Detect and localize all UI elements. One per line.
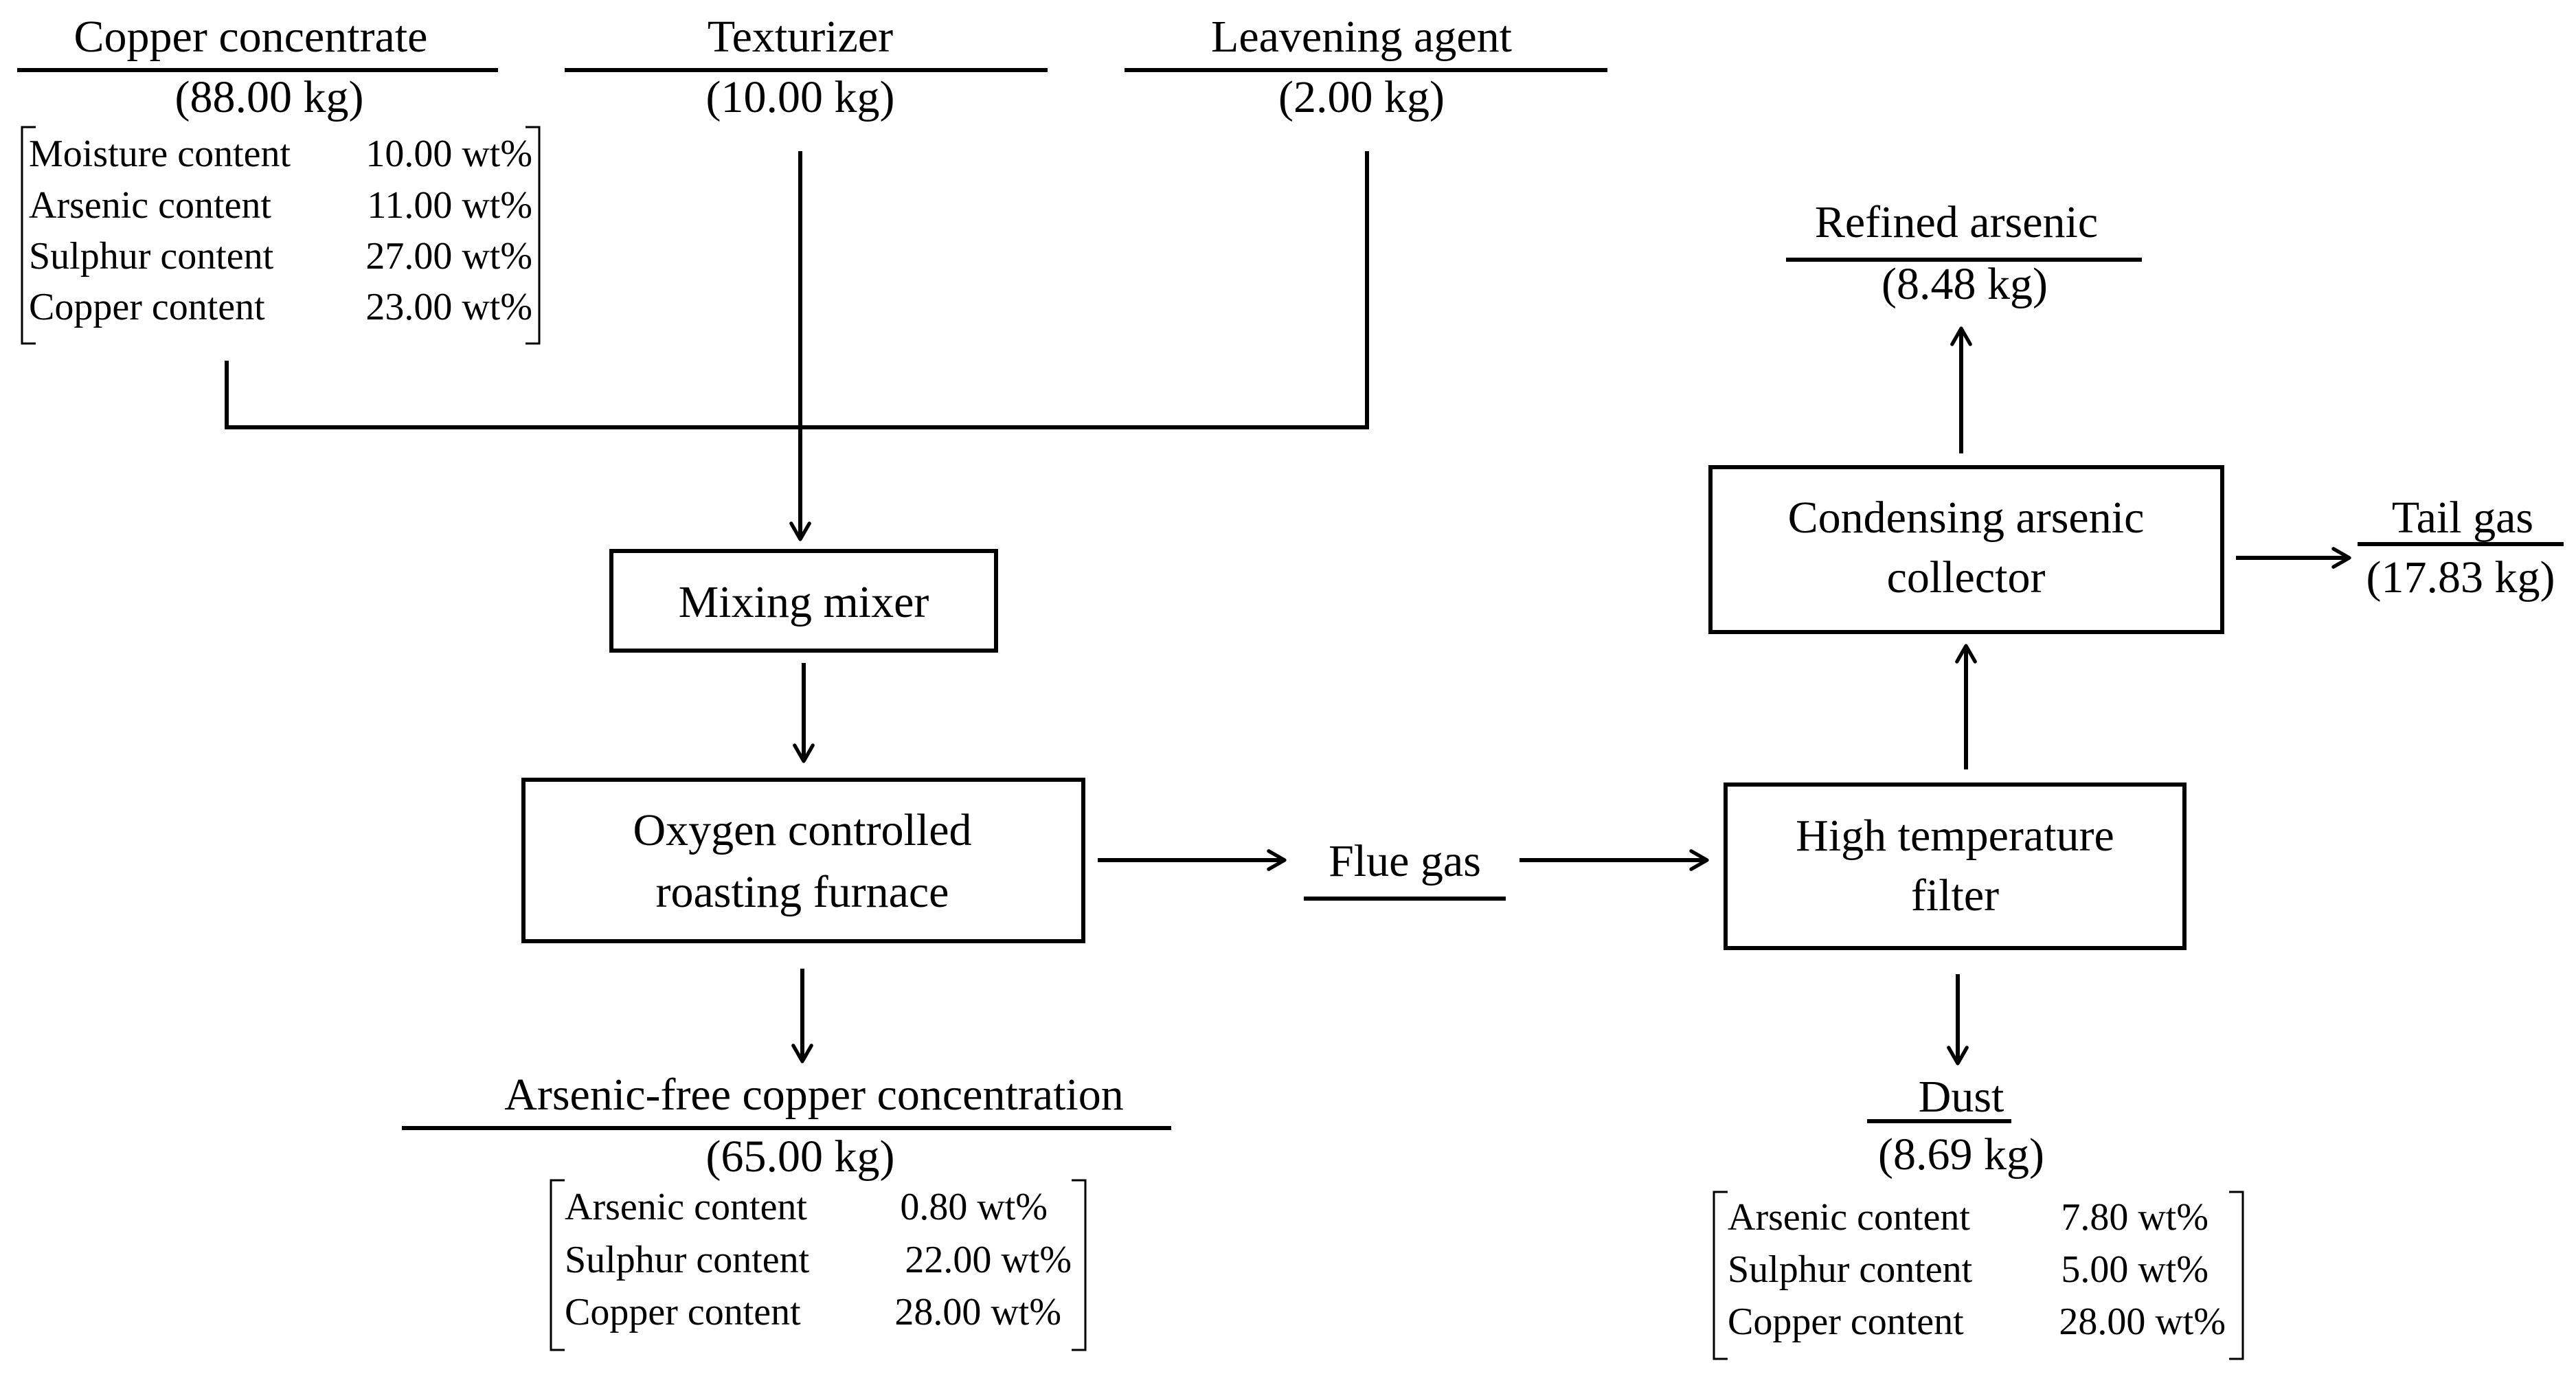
copper-concentrate-label: Copper concentrate (74, 12, 428, 62)
composition-value: 28.00 wt% (894, 1291, 1061, 1333)
output-dust: Dust (8.69 kg) Arsenic content 7.80 wt% … (1713, 1072, 2244, 1360)
output-refined-arsenic: Refined arsenic (8.48 kg) (1786, 197, 2142, 309)
refined-arsenic-label: Refined arsenic (1815, 197, 2098, 247)
mixing-mixer-box: Mixing mixer (609, 549, 998, 653)
tail-gas-mass: (17.83 kg) (2366, 552, 2555, 602)
composition-value: 23.00 wt% (365, 286, 532, 328)
composition-bracket-left (1713, 1191, 1728, 1360)
roasting-furnace-box: Oxygen controlled roasting furnace (521, 778, 1085, 943)
tail-gas-label: Tail gas (2392, 493, 2533, 543)
high-temperature-filter-box: High temperature filter (1724, 782, 2187, 950)
high-temperature-filter-rect (1724, 782, 2187, 950)
leavening-agent-label: Leavening agent (1211, 12, 1512, 62)
feed-line-copper (225, 151, 1369, 429)
composition-bracket-left (550, 1179, 565, 1351)
composition-label: Copper content (1728, 1300, 1964, 1343)
mixing-mixer-rect (609, 549, 998, 653)
input-texturizer: Texturizer (10.00 kg) (565, 12, 1048, 122)
high-temperature-filter-label-line2: filter (1911, 870, 1999, 921)
composition-label: Copper content (565, 1291, 801, 1333)
texturizer-label: Texturizer (708, 12, 893, 62)
leavening-agent-mass: (2.00 kg) (1278, 72, 1445, 122)
composition-value: 5.00 wt% (2061, 1248, 2208, 1291)
dust-composition: Arsenic content 7.80 wt% Sulphur content… (1713, 1191, 2244, 1360)
mixing-mixer-label: Mixing mixer (679, 577, 929, 627)
composition-label: Arsenic content (1728, 1196, 1970, 1239)
roasting-furnace-label-line1: Oxygen controlled (633, 805, 971, 855)
input-leavening-agent: Leavening agent (2.00 kg) (1125, 12, 1607, 122)
flue-gas-stream: Flue gas (1304, 836, 1506, 901)
composition-label: Copper content (29, 286, 265, 328)
condensing-collector-box: Condensing arsenic collector (1708, 465, 2224, 634)
composition-value: 28.00 wt% (2059, 1300, 2226, 1343)
dust-mass: (8.69 kg) (1878, 1129, 2044, 1180)
composition-label: Arsenic content (29, 184, 271, 227)
composition-value: 0.80 wt% (900, 1186, 1048, 1228)
copper-concentrate-mass: (88.00 kg) (175, 72, 364, 122)
roasting-furnace-rect (521, 778, 1085, 943)
dust-label: Dust (1919, 1072, 2004, 1122)
arsenic-free-copper-composition: Arsenic content 0.80 wt% Sulphur content… (550, 1179, 1087, 1351)
arsenic-free-copper-label: Arsenic-free copper concentration (504, 1070, 1124, 1120)
composition-value: 27.00 wt% (365, 235, 532, 278)
roasting-furnace-label-line2: roasting furnace (656, 867, 949, 917)
output-arsenic-free-copper: Arsenic-free copper concentration (65.00… (402, 1070, 1171, 1351)
composition-value: 11.00 wt% (367, 184, 532, 227)
composition-bracket-right (1072, 1179, 1087, 1351)
composition-value: 10.00 wt% (365, 133, 532, 175)
condensing-collector-rect (1708, 465, 2224, 634)
input-copper-concentrate: Copper concentrate (88.00 kg) Moisture c… (17, 12, 541, 345)
composition-label: Arsenic content (565, 1186, 807, 1228)
refined-arsenic-mass: (8.48 kg) (1882, 259, 2048, 309)
composition-value: 7.80 wt% (2061, 1196, 2208, 1239)
composition-bracket-left (21, 126, 36, 345)
condensing-collector-label-line2: collector (1887, 552, 2046, 602)
composition-bracket-right (526, 126, 541, 345)
composition-label: Sulphur content (1728, 1248, 1973, 1291)
flue-gas-label: Flue gas (1329, 836, 1481, 886)
output-tail-gas: Tail gas (17.83 kg) (2358, 493, 2564, 602)
composition-label: Sulphur content (565, 1239, 810, 1281)
composition-bracket-right (2229, 1191, 2244, 1360)
composition-label: Sulphur content (29, 235, 274, 278)
arsenic-free-copper-mass: (65.00 kg) (706, 1131, 895, 1182)
feed-lines (225, 151, 1369, 541)
high-temperature-filter-label-line1: High temperature (1796, 811, 2114, 861)
composition-value: 22.00 wt% (905, 1239, 1072, 1281)
condensing-collector-label-line1: Condensing arsenic (1788, 493, 2145, 543)
composition-label: Moisture content (29, 133, 291, 175)
texturizer-mass: (10.00 kg) (706, 72, 895, 122)
copper-concentrate-composition: Moisture content 10.00 wt% Arsenic conte… (21, 126, 541, 345)
